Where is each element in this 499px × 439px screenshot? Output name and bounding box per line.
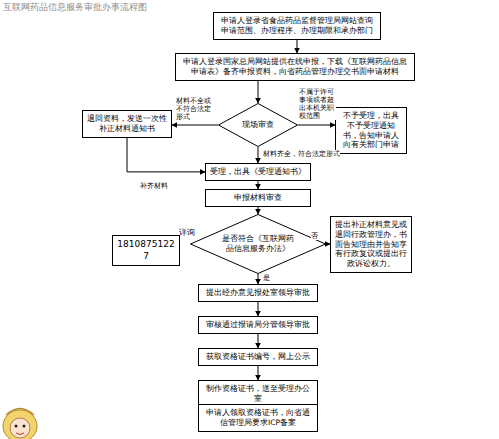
edge-label: 不属于许可事项或者超出本机关职权范围 (299, 88, 336, 120)
edge-label: 是 (263, 274, 270, 282)
node-text: 不予受理，出具不予受理通知书，告知申请人向有关部门申请 (340, 111, 402, 150)
node-text: 申请人登录国家总局网站提供在线申报，下载《互联网药品信息申请表》备齐申报资料，向… (180, 57, 410, 77)
note-label: 详询 (179, 227, 195, 238)
process-box: 制作资格证书，送至受理办公室 (198, 380, 318, 408)
process-box: 不予受理，出具不予受理通知书，告知申请人向有关部门申请 (335, 107, 407, 154)
process-box: 申请人登录省食品药品监督管理局网站查询申请范围、办理程序、办理期限和承办部门 (213, 12, 381, 40)
node-text: 制作资格证书，送至受理办公室 (203, 384, 313, 404)
node-text: 18108751227 (117, 239, 175, 262)
node-text: 申请人登录省食品药品监督管理局网站查询申请范围、办理程序、办理期限和承办部门 (218, 16, 376, 36)
flow-arrow (297, 40, 298, 54)
node-text: 是否符合《互联网药品信息服务办法》 (222, 234, 294, 254)
node-text: 受理，出具《受理通知书》 (210, 167, 306, 177)
diagram-title: 互联网药品信息服务审批办事流程图 (3, 1, 147, 14)
flow-arrow (298, 125, 335, 126)
edge-label: 材料不全或不符合法定形式 (176, 97, 214, 121)
flow-arrow (258, 274, 259, 284)
process-box: 提出补正材料意见或退回行政管理办，书面告知理由并告知享有行政复议或提出行政诉讼权… (330, 216, 412, 273)
flow-arrow (127, 138, 205, 172)
flow-arrow (258, 302, 259, 316)
flow-arrow (258, 81, 259, 104)
node-text: 获取资格证书编号，网上公示 (203, 352, 313, 362)
node-text: 提出经办意见报处室领导审批 (203, 288, 313, 298)
node-text: 退回资料，发送一次性补正材料通知书 (87, 114, 167, 134)
process-box: 受理，出具《受理通知书》 (205, 163, 311, 181)
flow-arrow (258, 366, 259, 380)
process-box: 退回资料，发送一次性补正材料通知书 (82, 110, 172, 138)
flow-arrow (258, 147, 259, 163)
process-box: 申请人登录国家总局网站提供在线申报，下载《互联网药品信息申请表》备齐申报资料，向… (175, 53, 415, 81)
edge-label: 否 (311, 232, 318, 240)
edge-label: 材料齐全，符合法定形式 (263, 150, 340, 158)
flow-arrow (258, 334, 259, 348)
phone-box: 18108751227 (112, 235, 180, 266)
flow-arrow (258, 207, 259, 214)
edge-label: 补齐材料 (140, 182, 168, 190)
process-box: 申报材料审查 (205, 189, 311, 207)
decision-diamond: 现场审查 (218, 103, 298, 147)
node-text: 审核通过报请局分管领导审批 (203, 320, 313, 330)
node-text: 现场审查 (238, 120, 278, 130)
decision-diamond: 是否符合《互联网药品信息服务办法》 (190, 214, 326, 274)
cartoon-avatar (3, 409, 37, 439)
flow-arrow (258, 181, 259, 189)
node-text: 提出补正材料意见或退回行政管理办，书面告知理由并告知享有行政复议或提出行政诉讼权… (335, 220, 407, 269)
process-box: 申请人领取资格证书，向省通信管理局要求ICP备案 (198, 404, 318, 432)
flow-arrow (172, 125, 218, 126)
process-box: 审核通过报请局分管领导审批 (198, 316, 318, 334)
node-text: 申请人领取资格证书，向省通信管理局要求ICP备案 (203, 408, 313, 428)
node-text: 申报材料审查 (210, 193, 306, 203)
process-box: 获取资格证书编号，网上公示 (198, 348, 318, 366)
process-box: 提出经办意见报处室领导审批 (198, 284, 318, 302)
